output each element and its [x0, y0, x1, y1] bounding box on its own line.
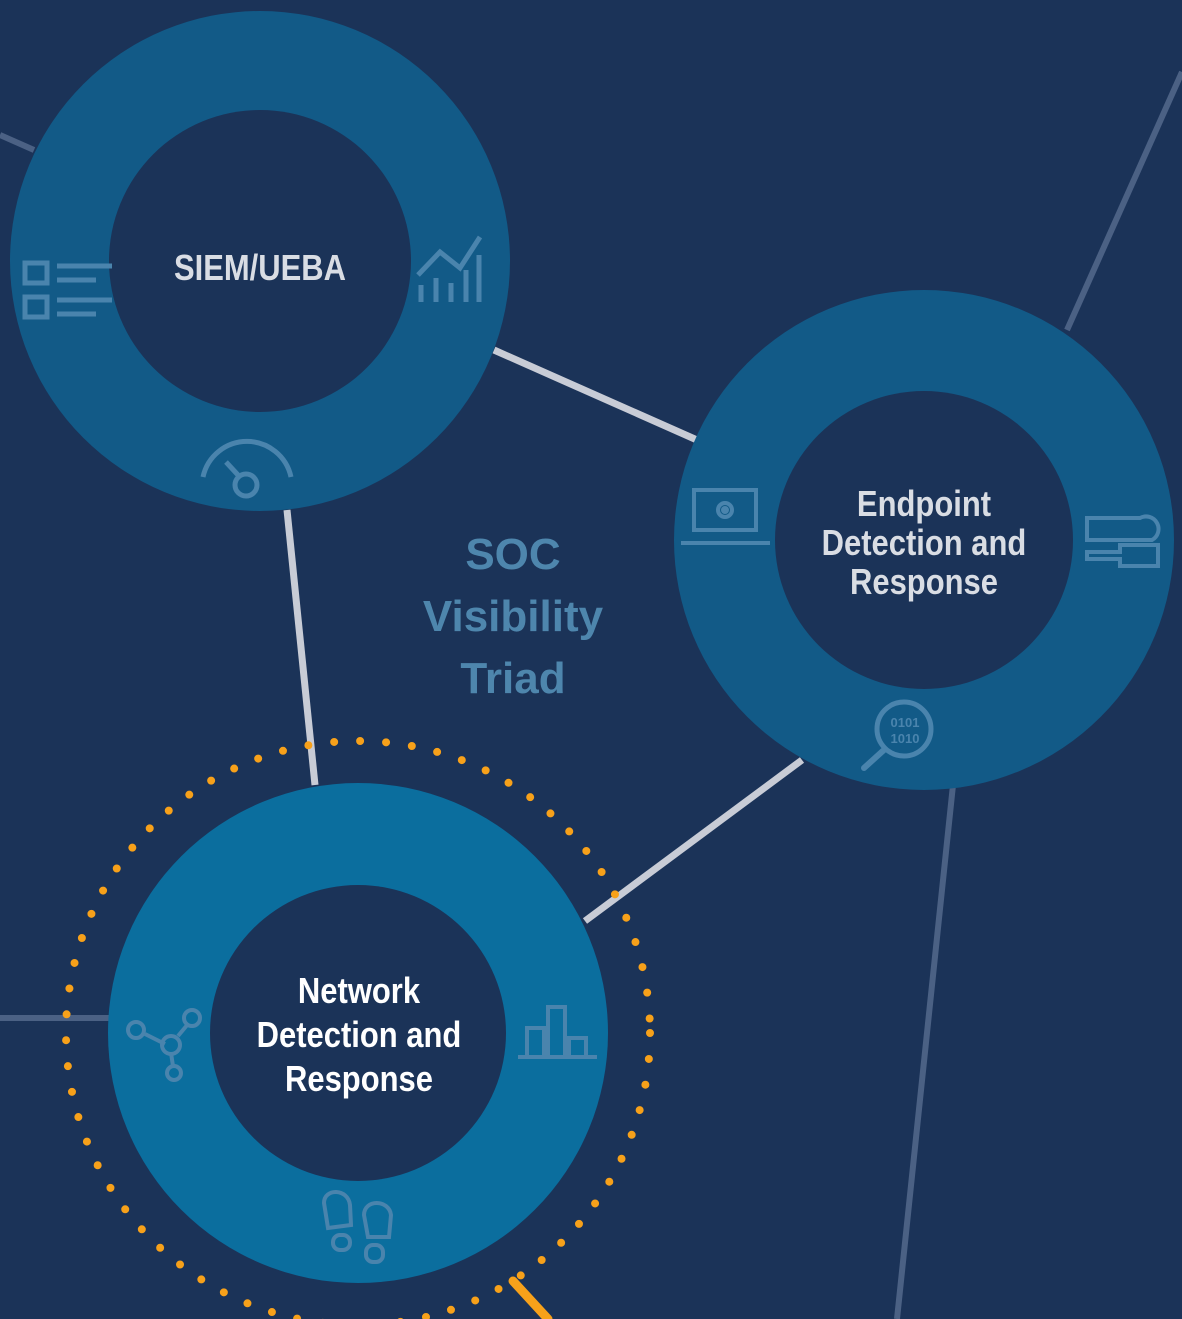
ndr-label-line-3: Response: [285, 1058, 433, 1099]
ndr-label: Network Detection and Response: [231, 969, 487, 1101]
connector-edr-ndr: [582, 757, 805, 924]
svg-text:0101: 0101: [891, 715, 920, 730]
footprints-icon: [321, 1190, 394, 1264]
node-edr[interactable]: [674, 290, 1174, 790]
outer-line-top-left: [0, 132, 36, 153]
edr-label-line-1: Endpoint: [856, 483, 992, 524]
network-nodes-icon: [126, 1008, 202, 1082]
svg-text:1010: 1010: [891, 731, 920, 746]
ndr-highlight-pointer: [508, 1276, 553, 1319]
chart-trend-icon: [416, 235, 483, 302]
ndr-label-line-1: Network: [297, 970, 421, 1011]
triad-title-line-1: SOC: [465, 530, 561, 579]
connector-siem-edr: [492, 346, 699, 444]
edr-label: Endpoint Detection and Response: [796, 484, 1052, 601]
siem-label: SIEM/UEBA: [173, 247, 347, 288]
ndr-label-line-2: Detection and: [256, 1014, 462, 1055]
node-ndr[interactable]: [108, 783, 608, 1283]
triad-title-line-3: Triad: [460, 654, 566, 703]
node-siem[interactable]: [10, 11, 510, 511]
list-icon: [22, 260, 112, 320]
triad-title-line-2: Visibility: [422, 592, 604, 641]
outer-line-bottom-right: [894, 784, 956, 1319]
triad-title: SOC Visibility Triad: [398, 524, 628, 710]
edr-label-line-2: Detection and: [821, 522, 1027, 563]
gauge-icon: [200, 438, 294, 499]
tools-icon: [1085, 514, 1161, 568]
binary-magnifier-icon: 0101 1010: [861, 699, 934, 771]
laptop-gear-icon: [681, 488, 770, 545]
edr-label-line-3: Response: [850, 561, 998, 602]
ndr-highlight-ring: [62, 737, 654, 1319]
bar-chart-icon: [518, 1005, 597, 1059]
connector-siem-ndr: [283, 509, 319, 786]
outer-line-top-right: [1064, 70, 1182, 332]
